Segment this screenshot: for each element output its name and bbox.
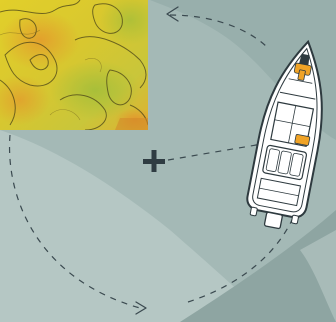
fishing-map-inset — [0, 0, 160, 132]
